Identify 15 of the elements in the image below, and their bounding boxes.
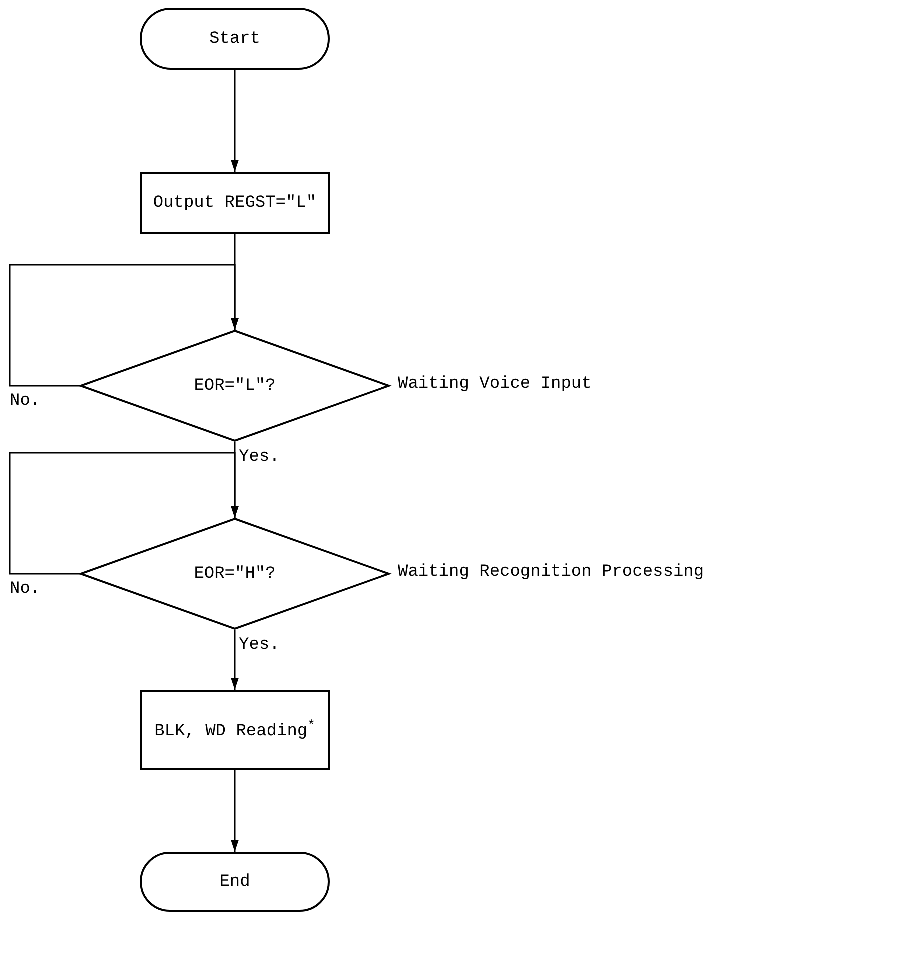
arrow <box>9 452 239 575</box>
arrow <box>231 630 239 690</box>
process-box <box>140 172 330 234</box>
arrow <box>231 70 239 172</box>
process-box <box>140 690 330 770</box>
step-label: Start <box>209 30 260 48</box>
step-label: BLK, WD Reading$^{*}$ <box>154 718 316 742</box>
step-label: End <box>220 872 250 892</box>
annotation-text: Waiting Recognition Processing <box>398 563 704 582</box>
arrow <box>9 264 239 387</box>
arrow <box>231 770 239 852</box>
step-label: EOR="L"? <box>194 376 276 396</box>
step-label: Output REGST="L" <box>153 194 317 212</box>
step-label: EOR="H"? <box>194 564 276 584</box>
annotation-text: Waiting Voice Input <box>398 375 592 394</box>
